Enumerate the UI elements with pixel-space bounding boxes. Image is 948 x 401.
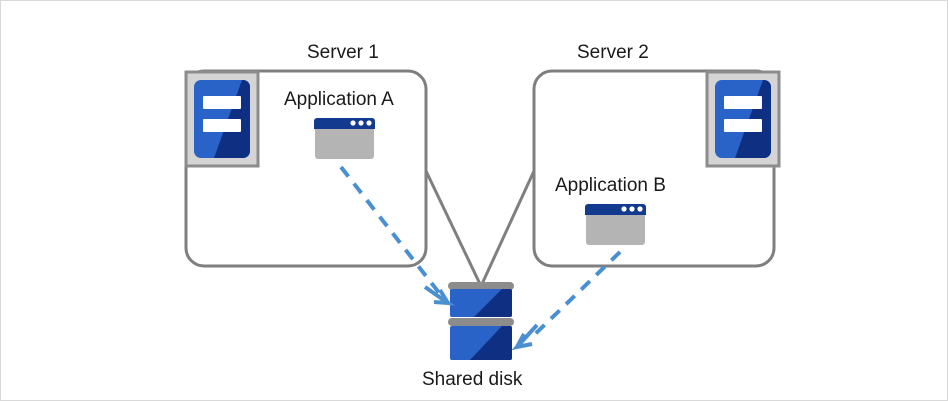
server2-title-label: Server 2	[577, 42, 649, 63]
arrow-app-a-head	[423, 285, 456, 306]
window-titlebar	[585, 204, 646, 215]
application-b-label: Application B	[555, 175, 666, 196]
window-dot-1	[621, 206, 627, 212]
window-titlebar	[314, 118, 375, 129]
window-dot-3	[637, 206, 643, 212]
connector-server1-to-disk	[424, 170, 482, 285]
server1-title-label: Server 1	[307, 42, 379, 63]
shared-disk-icon	[448, 282, 514, 360]
server2-server-icon	[705, 70, 781, 168]
arrow-app-a-line	[339, 165, 442, 296]
disk-platter-dark	[470, 326, 512, 360]
window-dot-2	[629, 206, 635, 212]
disk-platter-upper	[450, 289, 512, 317]
arrow-app-a-to-disk	[339, 165, 456, 306]
server-icon-bar-top	[724, 96, 762, 109]
window-dot-2	[358, 120, 364, 126]
connector-lines	[424, 170, 536, 285]
connector-server2-to-disk	[480, 170, 536, 285]
disk-platter-dark	[474, 289, 512, 317]
application-a-window-icon	[314, 118, 375, 159]
arrow-app-b-head	[511, 323, 539, 351]
server1-server-icon	[184, 70, 260, 168]
application-b-window-icon	[585, 204, 646, 245]
application-a-label: Application A	[284, 89, 394, 110]
disk-bar-top	[448, 282, 514, 290]
server-icon-bar-bottom	[203, 119, 241, 132]
shared-disk-label: Shared disk	[422, 369, 523, 390]
server-icon-bar-top	[203, 96, 241, 109]
window-dot-3	[366, 120, 372, 126]
disk-bar-middle	[448, 318, 514, 326]
arrow-app-b-to-disk	[511, 250, 622, 351]
disk-platter-lower	[450, 326, 512, 360]
server-icon-bar-bottom	[724, 119, 762, 132]
window-dot-1	[350, 120, 356, 126]
